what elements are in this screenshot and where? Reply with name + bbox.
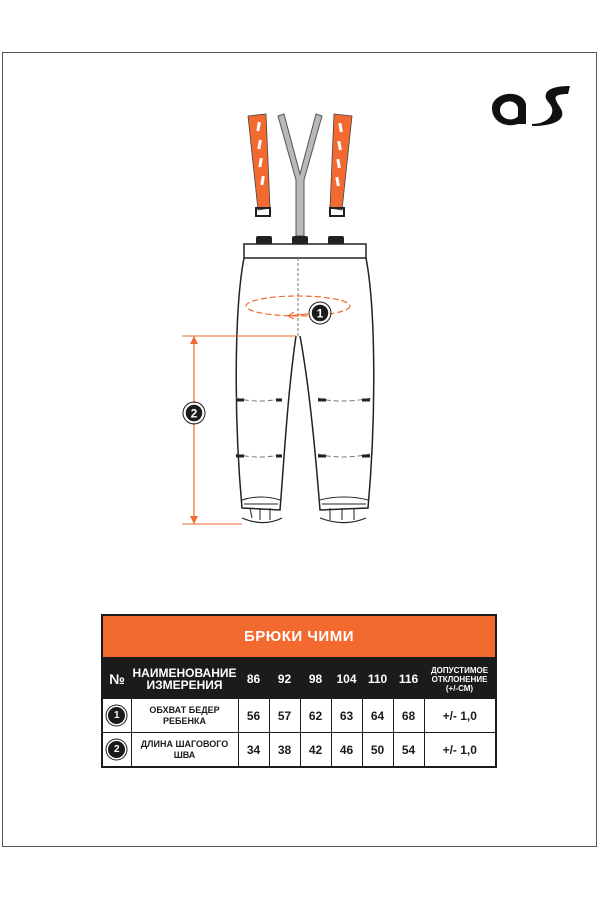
brand-logo: as — [492, 86, 570, 126]
measurement-name-cell: ДЛИНА ШАГОВОГО ШВА — [131, 732, 239, 766]
size-value-cell: 56 — [238, 699, 270, 733]
pants-drawing: 1 2 — [182, 113, 375, 525]
size-table: БРЮКИ ЧИМИ № НАИМЕНОВАНИЕ ИЗМЕРЕНИЯ 86 9… — [101, 614, 497, 768]
table-row: 1 ОБХВАТ БЕДЕР РЕБЕНКА 56 57 62 63 64 68… — [103, 699, 495, 733]
pants-outline — [235, 243, 375, 524]
size-grid: № НАИМЕНОВАНИЕ ИЗМЕРЕНИЯ 86 92 98 104 11… — [103, 659, 495, 766]
header-size: 98 — [300, 659, 331, 699]
size-value-cell: 42 — [300, 732, 332, 766]
header-tolerance: ДОПУСТИМОЕ ОТКЛОНЕНИЕ (+/-СМ) — [424, 659, 495, 699]
header-size: 104 — [331, 659, 362, 699]
size-value-cell: 64 — [362, 699, 394, 733]
header-size: 116 — [393, 659, 424, 699]
size-value-cell: 46 — [331, 732, 363, 766]
size-value-cell: 54 — [393, 732, 425, 766]
inseam-measure: 2 — [182, 335, 296, 525]
suspenders — [247, 113, 353, 244]
header-size: 92 — [269, 659, 300, 699]
size-value-cell: 57 — [269, 699, 301, 733]
size-value-cell: 50 — [362, 732, 394, 766]
table-title: БРЮКИ ЧИМИ — [103, 616, 495, 659]
marker-2-label: 2 — [191, 407, 198, 421]
row-number-badge: 2 — [108, 741, 126, 758]
row-number-cell: 2 — [103, 732, 132, 766]
tolerance-cell: +/- 1,0 — [424, 699, 495, 733]
marker-1-label: 1 — [317, 307, 324, 321]
size-value-cell: 62 — [300, 699, 332, 733]
header-number: № — [103, 659, 131, 699]
tolerance-cell: +/- 1,0 — [442, 742, 477, 757]
header-size: 86 — [238, 659, 269, 699]
size-value-cell: 63 — [331, 699, 363, 733]
page-frame — [2, 52, 597, 847]
table-header-row: № НАИМЕНОВАНИЕ ИЗМЕРЕНИЯ 86 92 98 104 11… — [103, 659, 495, 699]
row-number-cell: 1 — [103, 699, 132, 733]
header-measurement-name: НАИМЕНОВАНИЕ ИЗМЕРЕНИЯ — [131, 659, 238, 699]
hip-girth-measure: 1 — [245, 295, 351, 325]
size-value-cell: 34 — [238, 732, 270, 766]
row-number-badge: 1 — [108, 707, 126, 724]
size-value-cell: 38 — [269, 732, 301, 766]
measurement-name-cell: ОБХВАТ БЕДЕР РЕБЕНКА — [131, 699, 239, 733]
table-row: 2 ДЛИНА ШАГОВОГО ШВА 34 38 42 46 50 54 +… — [103, 732, 495, 766]
size-value-cell: 68 — [393, 699, 425, 733]
header-size: 110 — [362, 659, 393, 699]
